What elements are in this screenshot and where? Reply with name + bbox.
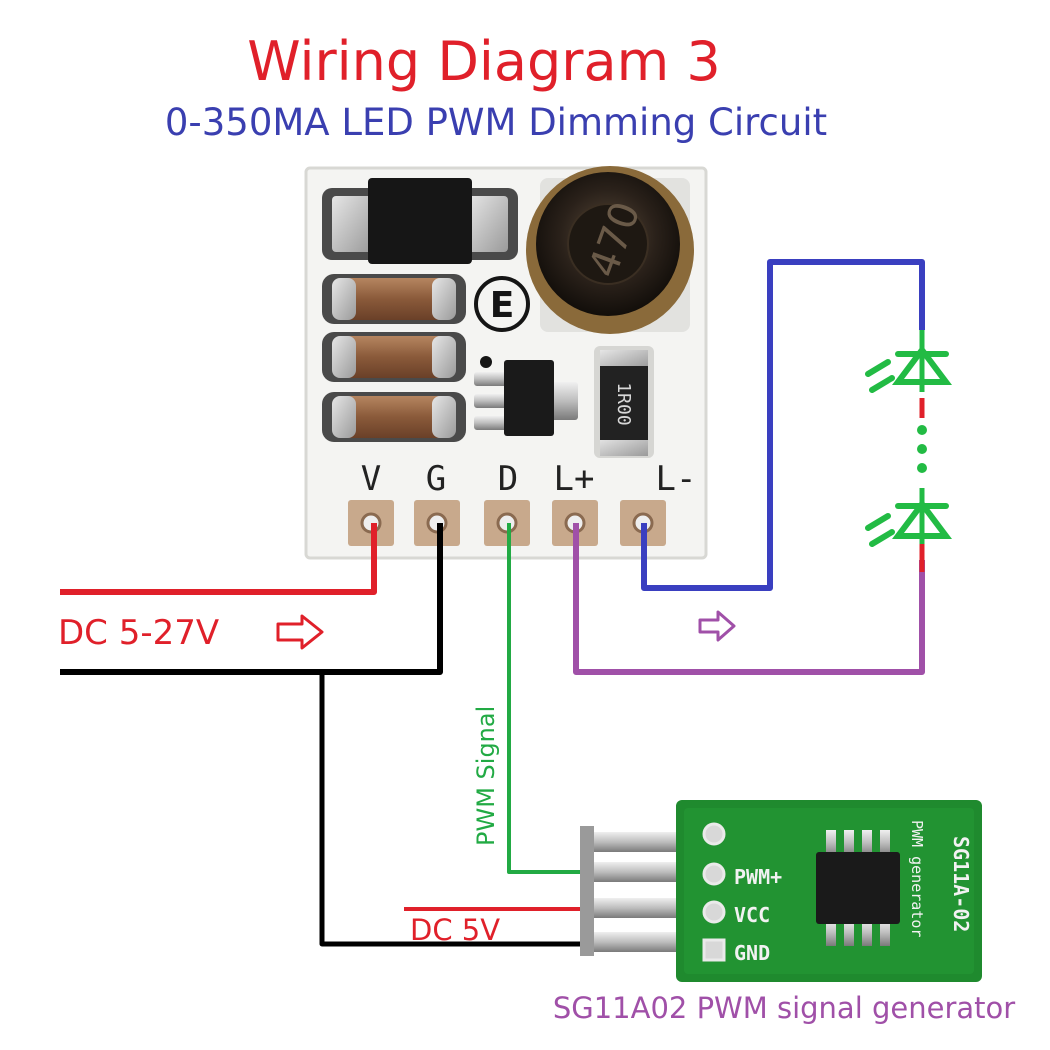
generator-caption: SG11A02 PWM signal generator (553, 991, 1015, 1025)
pin-label-l-minus: L- (656, 459, 697, 499)
capacitor-3 (322, 392, 466, 442)
wire-led-negative (641, 259, 925, 591)
inductor-component: 470 (526, 166, 694, 334)
led-driver-module: 470 E (304, 166, 708, 560)
gen-pin-label-gnd: GND (734, 941, 770, 965)
generator-title-text: PWM generator (908, 820, 926, 937)
pwm-generator-module: PWM+ VCC GND PWM generator SG11A-02 (580, 800, 982, 982)
sense-resistor: 1R00 (594, 346, 654, 458)
pwm-signal-label: PWM Signal (472, 706, 500, 846)
driver-ic (474, 356, 578, 436)
dc-5v-label: DC 5V (410, 913, 500, 947)
generator-ic (816, 830, 900, 946)
pin-label-g: G (426, 459, 446, 499)
led-diode-icon-2 (865, 499, 952, 547)
input-voltage-label: DC 5-27V (58, 613, 219, 653)
capacitor-1 (322, 274, 466, 324)
page-title: Wiring Diagram 3 (247, 30, 720, 93)
diode-component (322, 178, 518, 264)
wire-ground (60, 523, 443, 675)
wire-pwm-signal (507, 523, 596, 874)
pin-label-v: V (361, 459, 381, 499)
e-logo-icon: E (474, 276, 530, 332)
vertical-dots-icon (917, 425, 927, 473)
wire-ground-generator (319, 672, 596, 947)
resistor-marking: 1R00 (613, 382, 634, 425)
page-subtitle: 0-350MA LED PWM Dimming Circuit (165, 101, 827, 144)
capacitor-2 (322, 332, 466, 382)
e-logo-text: E (490, 285, 515, 326)
gen-pin-label-vcc: VCC (734, 903, 770, 927)
wire-led-positive (573, 523, 925, 675)
led-diode-icon (865, 345, 952, 393)
wire-power-positive (60, 523, 377, 595)
pin-label-d: D (498, 459, 518, 499)
hollow-right-arrow-icon (276, 614, 324, 650)
hollow-right-arrow-icon-led (698, 610, 736, 642)
gen-pin-label-pwm: PWM+ (734, 865, 782, 889)
pin-label-l-plus: L+ (554, 459, 595, 499)
generator-model-text: SG11A-02 (949, 836, 973, 932)
header-pins (580, 826, 692, 956)
